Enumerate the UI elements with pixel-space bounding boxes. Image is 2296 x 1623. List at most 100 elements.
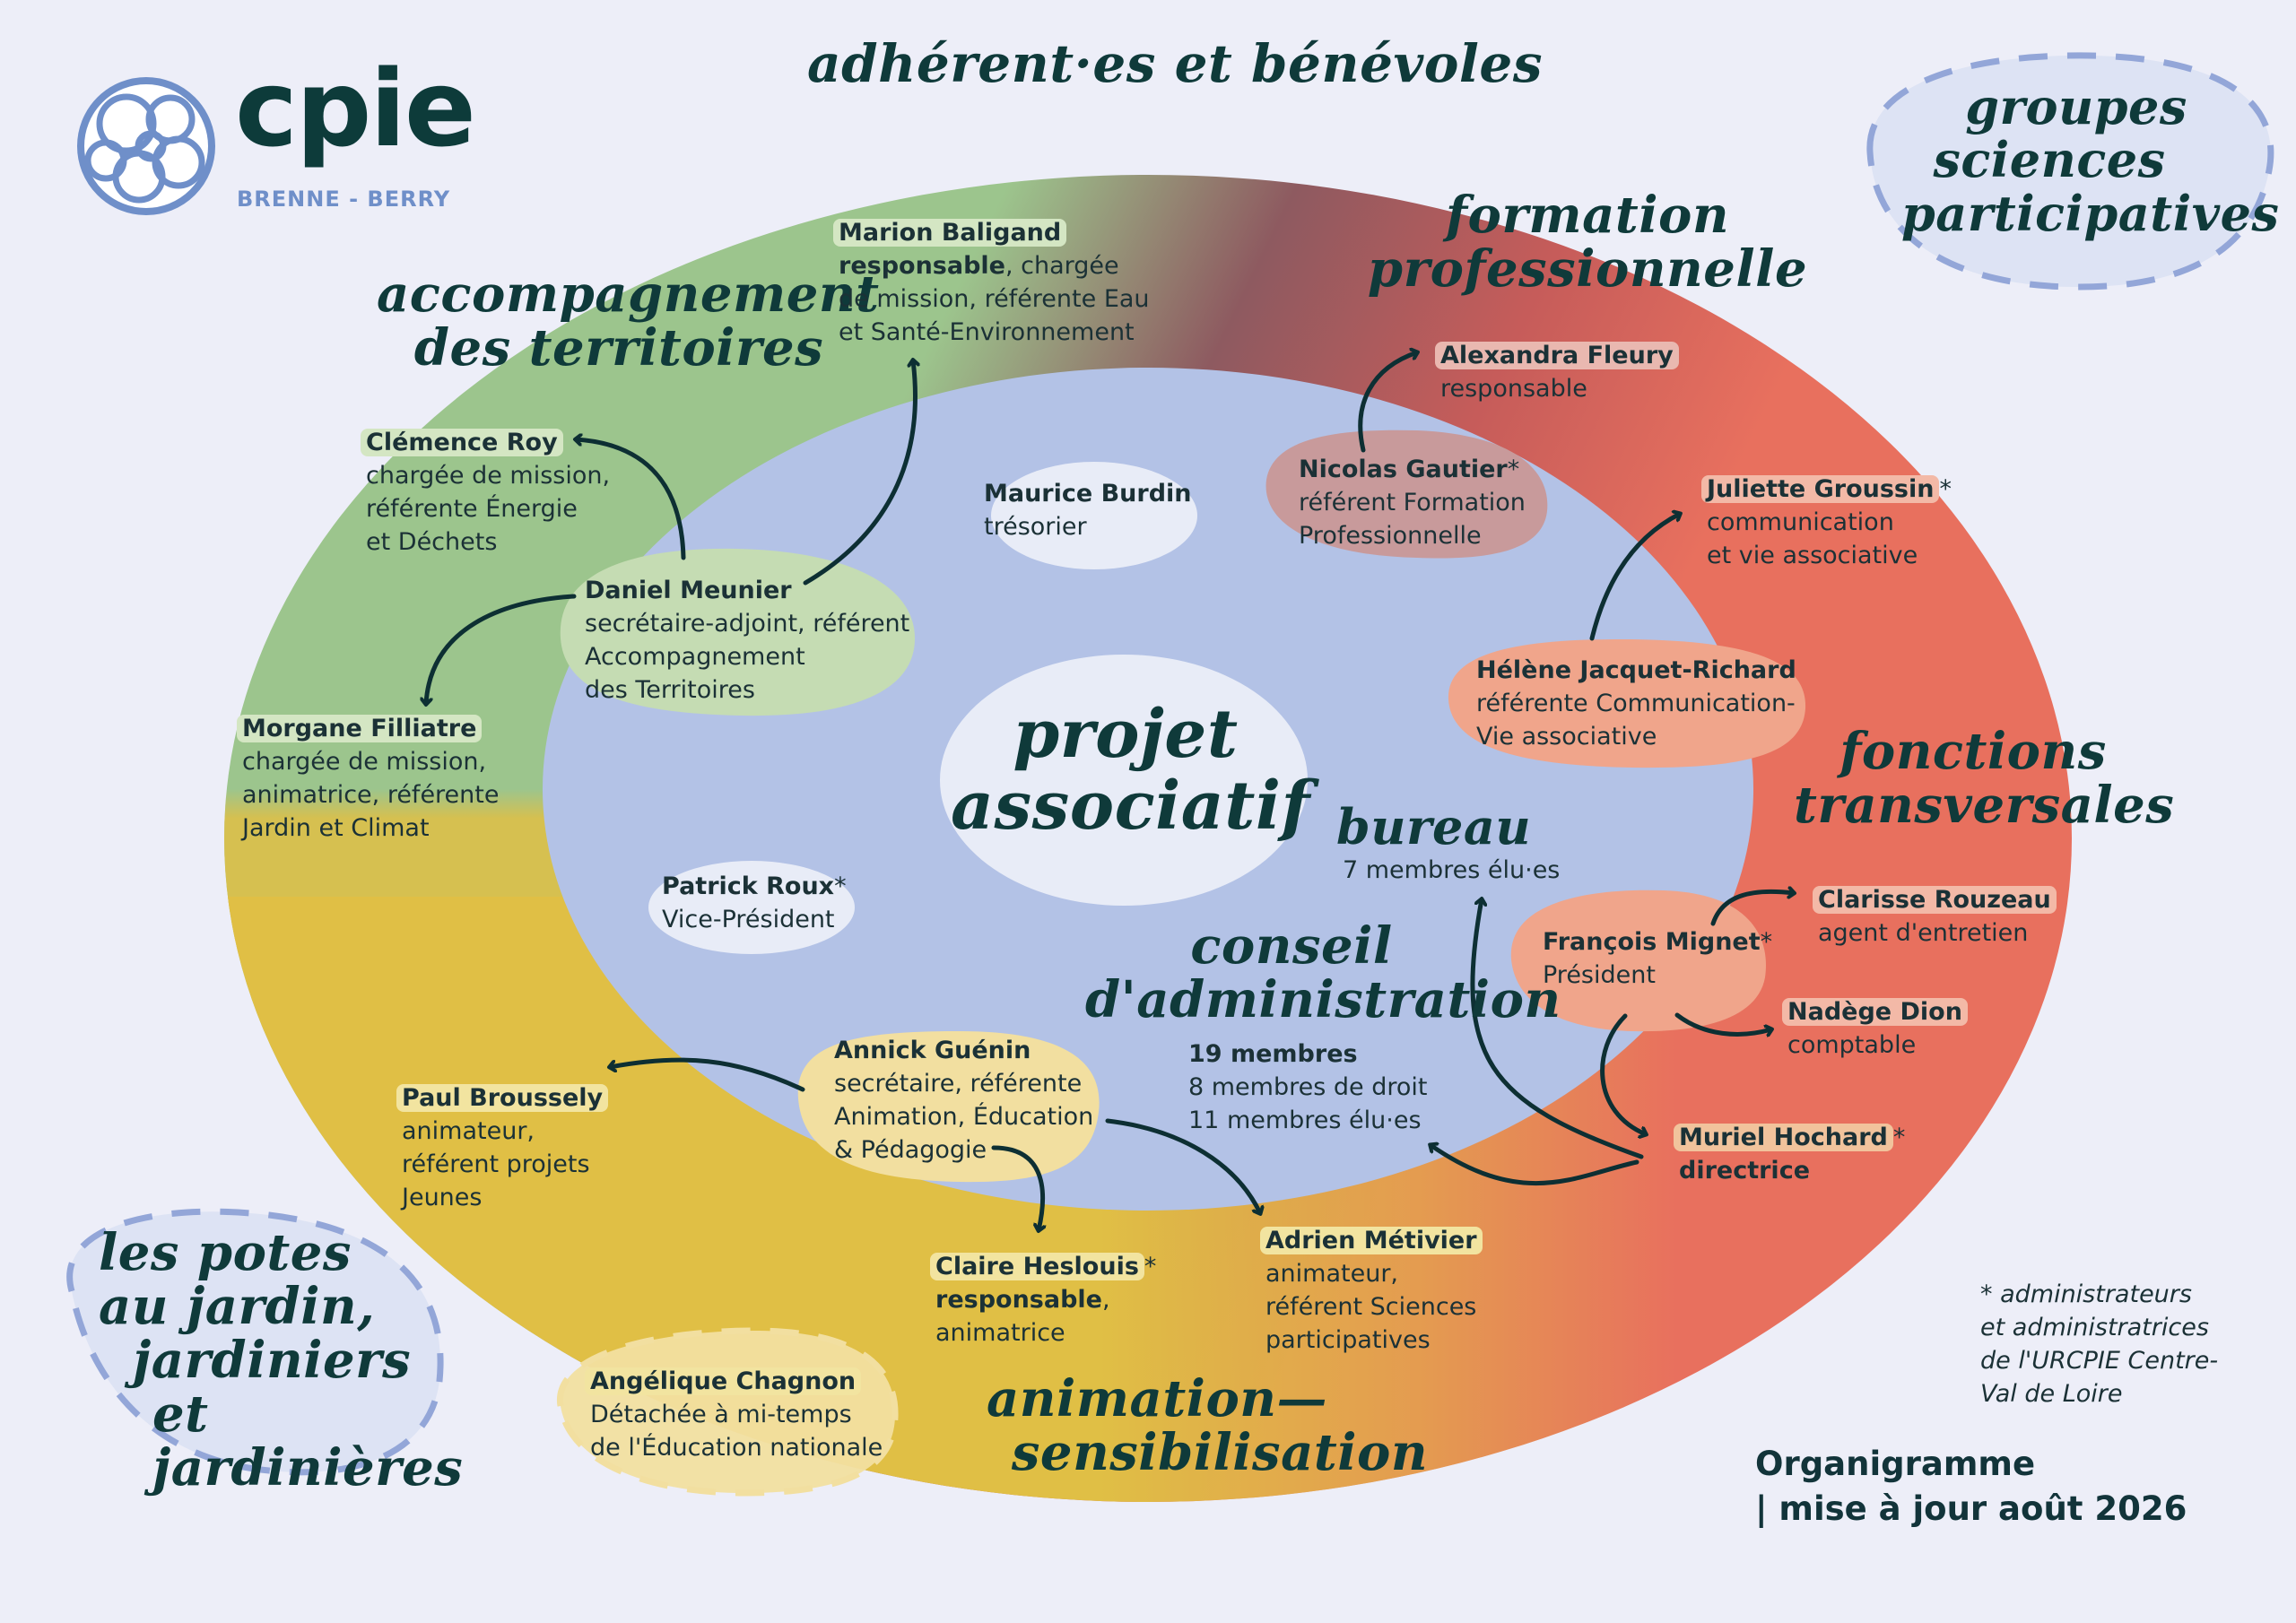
cpie-logo-icon <box>77 77 215 215</box>
person-line: , chargée <box>1004 252 1119 280</box>
arrow-daniel-to-clemence <box>576 439 686 560</box>
section-accompagnement-line1: accompagnement <box>377 265 880 324</box>
jardin-line3: jardiniers <box>133 1330 412 1390</box>
person-name: Alexandra Fleury <box>1435 342 1679 369</box>
person-daniel: Daniel Meunier secrétaire-adjoint, référ… <box>585 574 909 707</box>
person-nicolas: Nicolas Gautier* référent Formation Prof… <box>1299 453 1526 552</box>
person-name: Muriel Hochard <box>1674 1124 1893 1151</box>
nicolas-blob <box>1265 430 1548 559</box>
person-line: et Déchets <box>366 528 498 556</box>
person-name: Annick Guénin <box>834 1037 1031 1064</box>
admin-star: * <box>1892 1124 1906 1151</box>
person-line: référente Communication- <box>1476 690 1796 717</box>
person-name: Claire Heslouis <box>930 1253 1144 1280</box>
update-line1: Organigramme <box>1755 1445 2036 1483</box>
jardin-line4: et jardinières <box>152 1384 464 1497</box>
daniel-blob <box>560 548 915 716</box>
maurice-blob <box>991 462 1197 569</box>
person-line: Professionnelle <box>1299 522 1482 550</box>
person-line: et vie associative <box>1707 542 1918 569</box>
section-formation-line2: professionnelle <box>1367 239 1808 299</box>
conseil-total: 19 membres <box>1188 1040 1358 1068</box>
admin-star: * <box>1144 1253 1157 1280</box>
person-line: secrétaire-adjoint, référent <box>585 610 910 638</box>
arrow-francois-to-muriel <box>1600 1013 1646 1134</box>
arrow-francois-to-clarisse <box>1710 891 1794 926</box>
conseil-elus: 11 membres élu·es <box>1188 1107 1422 1134</box>
person-line: directrice <box>1679 1157 1811 1185</box>
conseil-title-line2: d'administration <box>1085 970 1561 1030</box>
patrick-blob <box>648 861 855 954</box>
section-formation: formation professionnelle <box>1354 188 1821 297</box>
person-name: Nicolas Gautier <box>1299 456 1508 483</box>
conseil-title: conseil d'administration <box>1085 919 1561 1030</box>
arrow-francois-to-nadege <box>1674 1012 1771 1034</box>
arrow-muriel-to-bureau <box>1470 899 1644 1159</box>
person-paul: Paul Broussely animateur, référent proje… <box>396 1081 609 1214</box>
person-line: & Pédagogie <box>834 1136 987 1164</box>
bureau-title: bureau <box>1336 798 1532 855</box>
person-line: Jeunes <box>402 1184 483 1211</box>
arrow-annick-to-paul <box>610 1057 805 1092</box>
person-marion: Marion Baligand responsable, chargée de … <box>833 216 1150 349</box>
annick-blob <box>797 1031 1100 1183</box>
person-name: Marion Baligand <box>833 219 1067 247</box>
person-clarisse: Clarisse Rouzeau agent d'entretien <box>1813 883 2057 950</box>
person-line: Président <box>1543 961 1656 989</box>
person-clemence: Clémence Roy chargée de mission, référen… <box>361 426 611 559</box>
section-animation-line1: animation— <box>987 1369 1328 1428</box>
center-title-line2: associatif <box>951 767 1310 845</box>
person-adrien: Adrien Métivier animateur, référent Scie… <box>1260 1224 1483 1357</box>
footnote-line: Val de Loire <box>1980 1380 2123 1408</box>
person-line: Accompagnement <box>585 643 805 671</box>
sciences-line3: participatives <box>1901 184 2280 242</box>
section-transversales-line1: fonctions <box>1839 722 2107 781</box>
person-name: Morgane Filliatre <box>237 715 483 742</box>
section-transversales-line2: transversales <box>1794 776 2175 836</box>
person-maurice: Maurice Burdin trésorier <box>984 477 1192 543</box>
section-accompagnement: accompagnement des territoires <box>377 265 880 376</box>
person-name: Adrien Métivier <box>1260 1227 1483 1254</box>
person-line: agent d'entretien <box>1818 919 2029 947</box>
center-title-line1: projet <box>1013 696 1239 773</box>
sciences-group <box>1866 52 2274 291</box>
person-morgane: Morgane Filliatre chargée de mission, an… <box>237 712 500 845</box>
person-line: Vice-Président <box>662 906 835 933</box>
person-line: référent Sciences <box>1265 1293 1477 1321</box>
person-line: animatrice <box>935 1319 1065 1347</box>
person-patrick: Patrick Roux* Vice-Président <box>662 870 847 936</box>
person-name: Clarisse Rouzeau <box>1813 886 2057 914</box>
person-name: Clémence Roy <box>361 429 563 456</box>
bureau-subtitle: 7 membres élu·es <box>1343 856 1561 884</box>
admin-star: * <box>834 872 847 900</box>
footnote-line: * administrateurs <box>1980 1280 2192 1308</box>
update-label: Organigramme | mise à jour août 2026 <box>1755 1442 2187 1532</box>
person-line: secrétaire, référente <box>834 1070 1083 1098</box>
arrow-nicolas-to-alexandra <box>1358 352 1417 453</box>
conseil-details: 19 membres 8 membres de droit 11 membres… <box>1188 1037 1427 1137</box>
person-line: Jardin et Climat <box>242 814 430 842</box>
person-line: animatrice, référente <box>242 781 500 809</box>
jardin-line1: les potes <box>99 1223 352 1282</box>
person-line: et Santé-Environnement <box>839 318 1135 346</box>
section-transversales: fonctions transversales <box>1794 722 2175 836</box>
center-blob <box>940 655 1308 906</box>
person-alexandra: Alexandra Fleury responsable <box>1435 339 1679 405</box>
person-line: des Territoires <box>585 676 755 704</box>
update-line2: | mise à jour août 2026 <box>1755 1489 2187 1528</box>
arrow-helene-to-juliette <box>1589 514 1680 641</box>
cpie-logo-text: cpie <box>235 47 476 170</box>
person-nadege: Nadège Dion comptable <box>1782 995 1968 1062</box>
person-line: chargée de mission, <box>366 462 611 490</box>
sciences-group-label: groupes sciences participatives <box>1901 80 2280 242</box>
person-line: de l'Éducation nationale <box>590 1434 883 1462</box>
section-animation-line2: sensibilisation <box>1011 1423 1429 1483</box>
person-angelique: Angélique Chagnon Détachée à mi-temps de… <box>585 1365 883 1464</box>
cpie-logo-subtitle: BRENNE - BERRY <box>237 187 451 212</box>
person-role-bold: responsable <box>839 252 1005 280</box>
person-line: responsable <box>1440 375 1587 403</box>
person-name: Hélène Jacquet-Richard <box>1476 656 1796 684</box>
arrow-daniel-to-morgane <box>426 594 577 704</box>
person-line: de mission, référente Eau <box>839 285 1150 313</box>
